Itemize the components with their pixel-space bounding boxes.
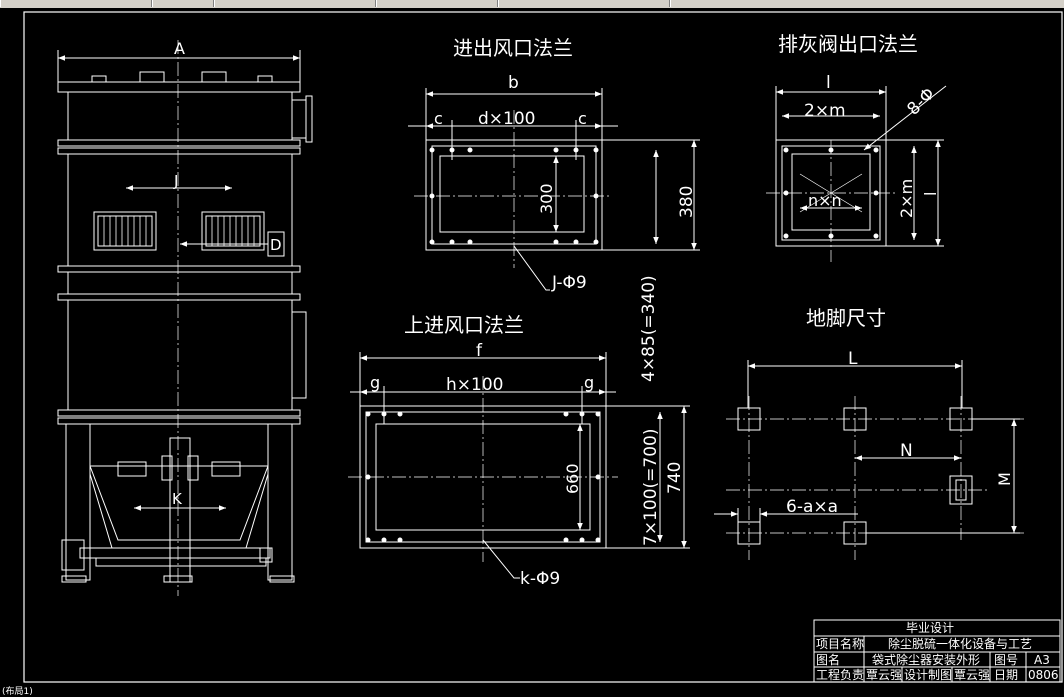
title-block-engineer-value: 覃云强 [866,668,902,682]
title-block-number-value: A3 [1034,653,1050,667]
dim-label-740: 740 [665,462,685,494]
sheet-border [23,11,1063,683]
dim-label-6-axa: 6-a×a [786,497,838,517]
dim-label-f: f [476,341,483,361]
dim-label-J: J [173,172,178,190]
view-title-foot-size: 地脚尺寸 [806,306,886,330]
dim-label-K: K [172,490,183,508]
dim-label-c-left: c [434,109,443,128]
dim-label-g-right: g [584,373,594,392]
title-block-date-value: 0806 [1028,668,1059,682]
layout-status-text: (布局1) [2,687,33,697]
view-title-duct-flange: 进出风口法兰 [453,36,573,60]
ash-valve-flange-view [766,85,947,262]
dim-label-c-right: c [578,109,587,128]
toolbar-segment[interactable] [376,0,498,7]
view-title-top-inlet-flange: 上进风口法兰 [404,313,524,337]
main-elevation-view [57,40,313,596]
dim-label-2xm-top: 2×m [804,101,846,121]
toolbar-segment[interactable] [214,0,376,7]
title-block-designer-value: 覃云强 [954,668,990,682]
toolbar-segment[interactable] [498,0,670,7]
title-block-number-label: 图号 [994,653,1018,667]
dim-label-D: D [270,236,282,254]
dim-label-k-phi9: k-Φ9 [520,569,560,589]
title-block-project-label: 项目名称 [816,636,864,651]
duct-flange-view [408,88,700,291]
dim-label-l: l [826,73,831,93]
dim-label-l-side: l [921,192,940,196]
title-block-designer-label: 设计制图 [904,668,952,682]
dim-label-hx100: h×100 [446,375,503,395]
title-block-project-value: 除尘脱硫一体化设备与工艺 [888,636,1032,651]
dim-label-660: 660 [563,463,582,494]
dim-label-8phi: 8-Φ [903,84,939,120]
dim-label-300: 300 [537,183,556,214]
dim-label-nxn: n×n [808,191,842,210]
dim-label-2xm-side: 2×m [897,179,916,218]
title-block-engineer-label: 工程负责 [816,667,864,682]
dim-label-A: A [174,39,185,58]
dim-label-dx100: d×100 [478,109,535,129]
dim-label-N: N [900,441,913,461]
dim-label-380: 380 [677,186,697,218]
title-block-date-label: 日期 [994,668,1018,682]
title-block-drawing-value: 袋式除尘器安装外形 [872,652,980,667]
view-title-ash-valve-flange: 排灰阀出口法兰 [778,32,918,56]
toolbar-segment[interactable] [152,0,214,7]
dim-label-b: b [508,73,519,93]
dim-label-J-phi9: J-Φ9 [551,273,587,293]
foot-size-view [714,360,1024,560]
title-block-drawing-label: 图名 [816,652,840,667]
dim-label-g-left: g [370,373,380,392]
toolbar-segment[interactable] [0,0,152,7]
top-inlet-flange-view [348,352,690,579]
dim-label-7x100: 7×100(=700) [641,429,661,546]
dim-label-M: M [995,472,1014,486]
toolbar-segment[interactable] [670,0,1064,7]
cad-toolbar-strip [0,0,1064,8]
dim-label-L: L [848,349,858,369]
dim-label-4x85: 4×85(=340) [639,275,659,382]
title-block-header: 毕业设计 [906,621,954,635]
title-block [813,619,1061,683]
